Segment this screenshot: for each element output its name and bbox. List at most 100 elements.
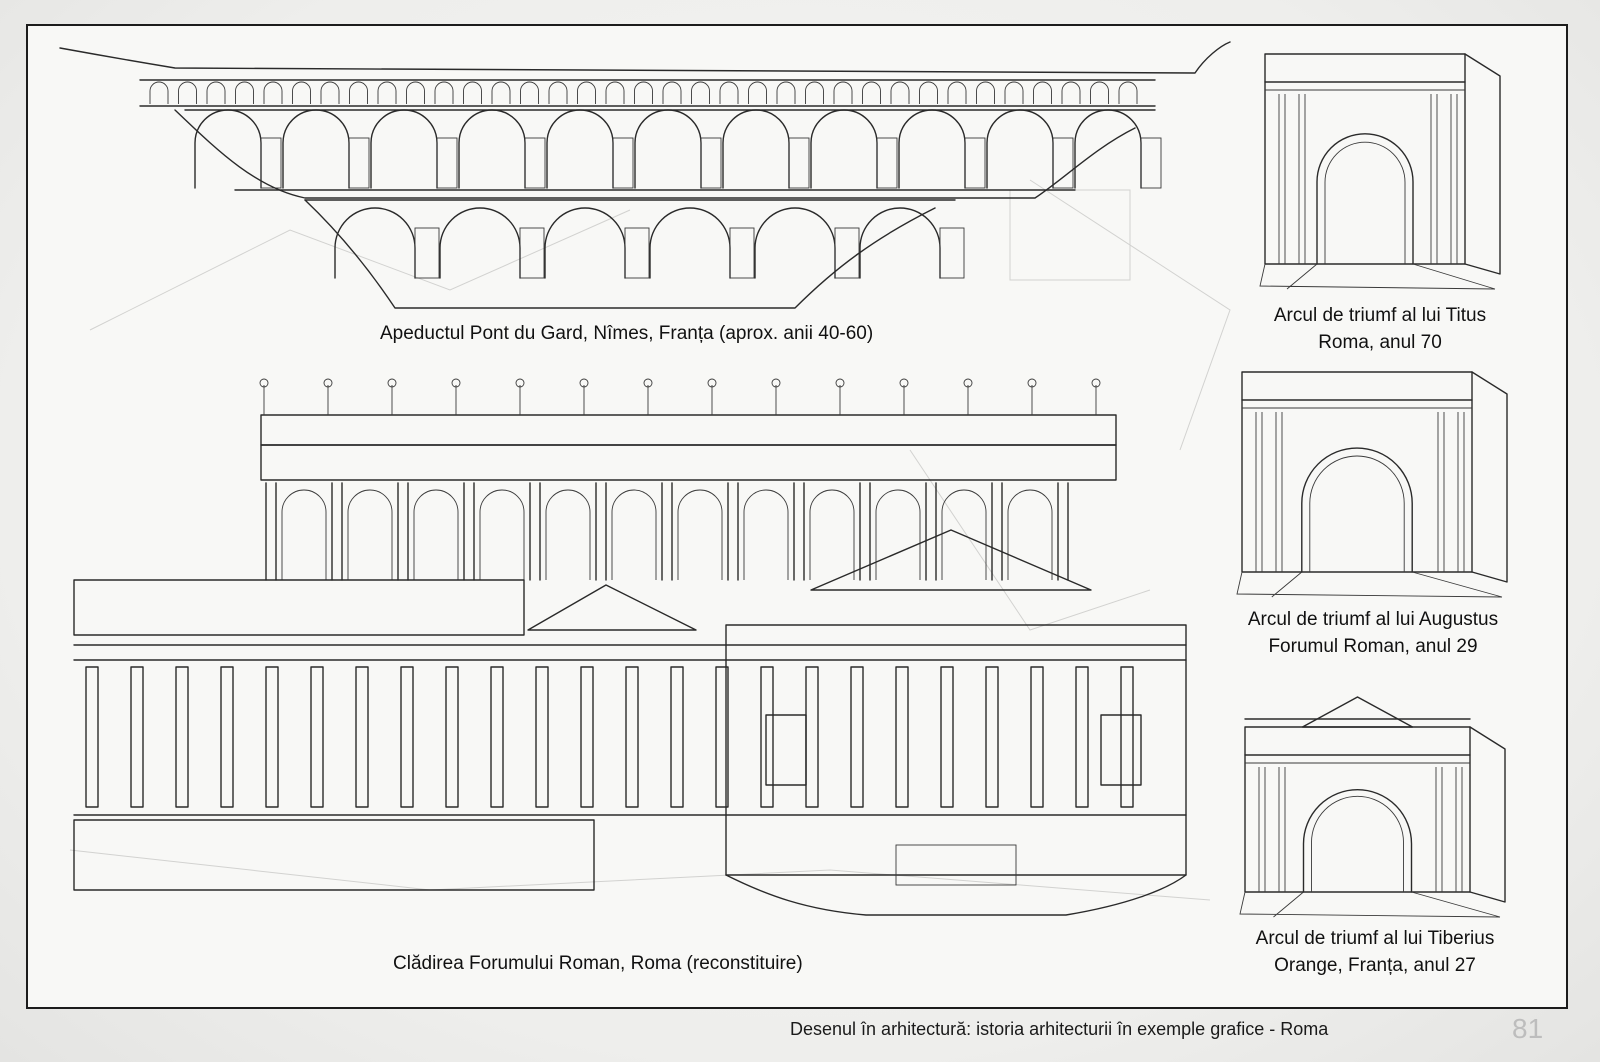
arch-tiberius-caption-line-2: Orange, Franța, anul 27 [1274, 955, 1476, 976]
small-pediment [527, 584, 697, 631]
middle-tier-arch [458, 109, 526, 189]
arch-facade [1264, 53, 1466, 265]
lower-tier-arch [544, 207, 626, 279]
upper-tier-arch [520, 81, 539, 104]
lower-column [535, 666, 549, 808]
statue-head [1091, 378, 1101, 388]
arch-titus-caption-line-2: Roma, anul 70 [1318, 332, 1442, 353]
upper-tier-arch [377, 81, 397, 104]
arch-opening [1301, 447, 1413, 573]
lower-tier-arch [649, 207, 731, 279]
forum-building-drawing [66, 375, 1206, 930]
arch-opening-inner [1324, 141, 1406, 264]
arch-augustus-caption-line-2: Forumul Roman, anul 29 [1268, 636, 1478, 657]
upper-tier-arch [805, 81, 824, 104]
lower-column [895, 666, 909, 808]
lower-column [310, 666, 324, 808]
upper-tier-arch [748, 81, 767, 104]
upper-arcade-arch [611, 489, 657, 580]
upper-tier-arch [1033, 81, 1052, 104]
statue-head [643, 378, 653, 388]
statue-head [387, 378, 397, 388]
upper-arcade-arch [479, 489, 525, 580]
statue-head [579, 378, 589, 388]
upper-tier-arch [235, 81, 254, 104]
middle-tier-arch [810, 109, 878, 189]
upper-tier-arch [349, 81, 368, 104]
statue-head [963, 378, 973, 388]
lower-tier-arch [754, 207, 836, 279]
lower-tier-pier [624, 227, 650, 279]
arch-opening-inner [1309, 455, 1405, 572]
upper-tier-arch [178, 81, 197, 104]
middle-tier-pier [260, 137, 282, 189]
statue-head [835, 378, 845, 388]
podium-left [73, 819, 595, 891]
arch-titus-caption-line-1: Arcul de triumf al lui Titus [1273, 305, 1487, 326]
upper-tier-arch [634, 81, 653, 104]
upper-tier-arch [691, 81, 710, 104]
middle-tier-arch [722, 109, 790, 189]
upper-arcade-arch [677, 489, 723, 580]
altar [895, 844, 1017, 886]
middle-tier-ground [174, 109, 1136, 199]
middle-tier-arch [986, 109, 1054, 189]
upper-balustrade [260, 414, 1117, 446]
middle-tier-arch [898, 109, 966, 189]
statue-head [515, 378, 525, 388]
upper-tier-arch [577, 81, 596, 104]
middle-tier-pier [788, 137, 810, 189]
lower-column [985, 666, 999, 808]
middle-tier-pier [436, 137, 458, 189]
temple-block [725, 624, 1187, 876]
upper-arcade-arch [1007, 489, 1053, 580]
upper-arcade-arch [743, 489, 789, 580]
statue-head [451, 378, 461, 388]
middle-tier-pier [524, 137, 546, 189]
arch-augustus-caption: Arcul de triumf al lui Augustus Forumul … [1218, 606, 1528, 660]
arch-ground-lines [1236, 571, 1503, 598]
upper-tier-arch [406, 81, 425, 104]
lower-tier-pier [939, 227, 965, 279]
lower-column [850, 666, 864, 808]
middle-tier-arch [370, 109, 438, 189]
lower-column [1030, 666, 1044, 808]
temple-window [765, 714, 807, 786]
lower-column [1075, 666, 1089, 808]
upper-tier-arch [463, 81, 482, 104]
upper-tier-arch [947, 81, 967, 104]
lower-column [175, 666, 189, 808]
middle-tier-arch [282, 109, 350, 189]
terrain-line [59, 41, 1231, 74]
arch-opening-inner [1311, 795, 1404, 892]
forum-building-caption: Clădirea Forumului Roman, Roma (reconsti… [393, 953, 803, 974]
lower-tier-pier [729, 227, 755, 279]
pont-du-gard-drawing [55, 38, 1235, 318]
middle-tier-pier [1140, 137, 1162, 189]
lower-column [130, 666, 144, 808]
lower-column [355, 666, 369, 808]
arch-ground-lines [1239, 891, 1501, 918]
middle-tier-arch [1074, 109, 1142, 189]
middle-tier-arch [546, 109, 614, 189]
arch-augustus-caption-line-1: Arcul de triumf al lui Augustus [1247, 609, 1499, 630]
lower-column [490, 666, 504, 808]
lower-column [265, 666, 279, 808]
middle-tier-pier [876, 137, 898, 189]
upper-arcade-arch [347, 489, 393, 580]
arch-opening [1302, 789, 1413, 893]
lower-column [580, 666, 594, 808]
upper-tier-arch [890, 81, 910, 104]
upper-tier-arch [292, 81, 311, 104]
lower-tier-arch [334, 207, 416, 279]
middle-tier-arch [634, 109, 702, 189]
arch-augustus-drawing [1232, 352, 1512, 602]
lower-tier-pier [519, 227, 545, 279]
lower-column [760, 666, 774, 808]
middle-tier-arch [194, 109, 262, 189]
upper-tier-arch [662, 81, 682, 104]
arch-pediment [1301, 696, 1414, 728]
temple-window [1100, 714, 1142, 786]
upper-arcade-arch [413, 489, 459, 580]
lower-tier-pier [834, 227, 860, 279]
